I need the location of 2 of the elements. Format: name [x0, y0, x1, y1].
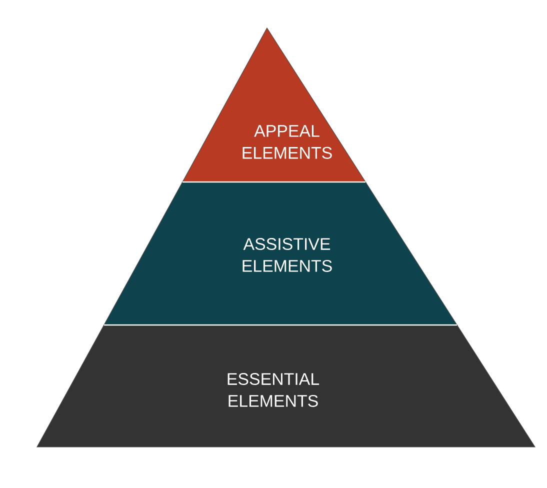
pyramid-band: ESSENTIAL ELEMENTS — [36, 324, 536, 448]
pyramid-band: ASSISTIVE ELEMENTS — [104, 182, 458, 326]
